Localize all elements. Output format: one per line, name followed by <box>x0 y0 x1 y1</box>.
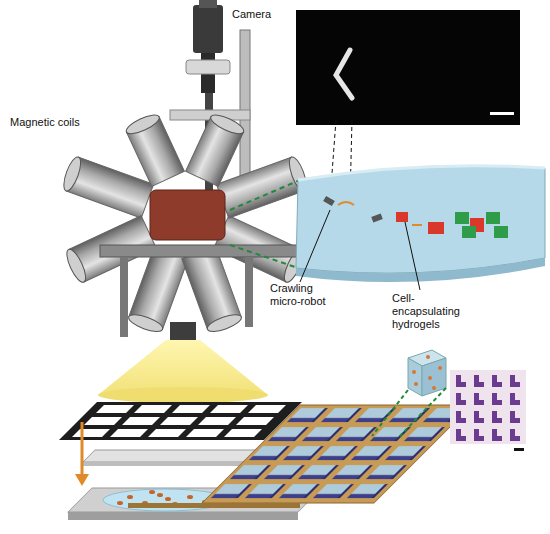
zoom-lines <box>230 180 300 268</box>
hydrogel-micrograph <box>450 370 526 451</box>
dish <box>296 166 545 290</box>
part-label: Camera <box>232 8 292 21</box>
hydrogel-array <box>128 350 472 508</box>
part-label: Magnetic coils <box>10 116 100 129</box>
part-label: Crawling micro-robot <box>270 282 332 308</box>
part-label: Cell-encapsulating hydrogels <box>392 292 482 331</box>
microscope <box>170 0 250 193</box>
